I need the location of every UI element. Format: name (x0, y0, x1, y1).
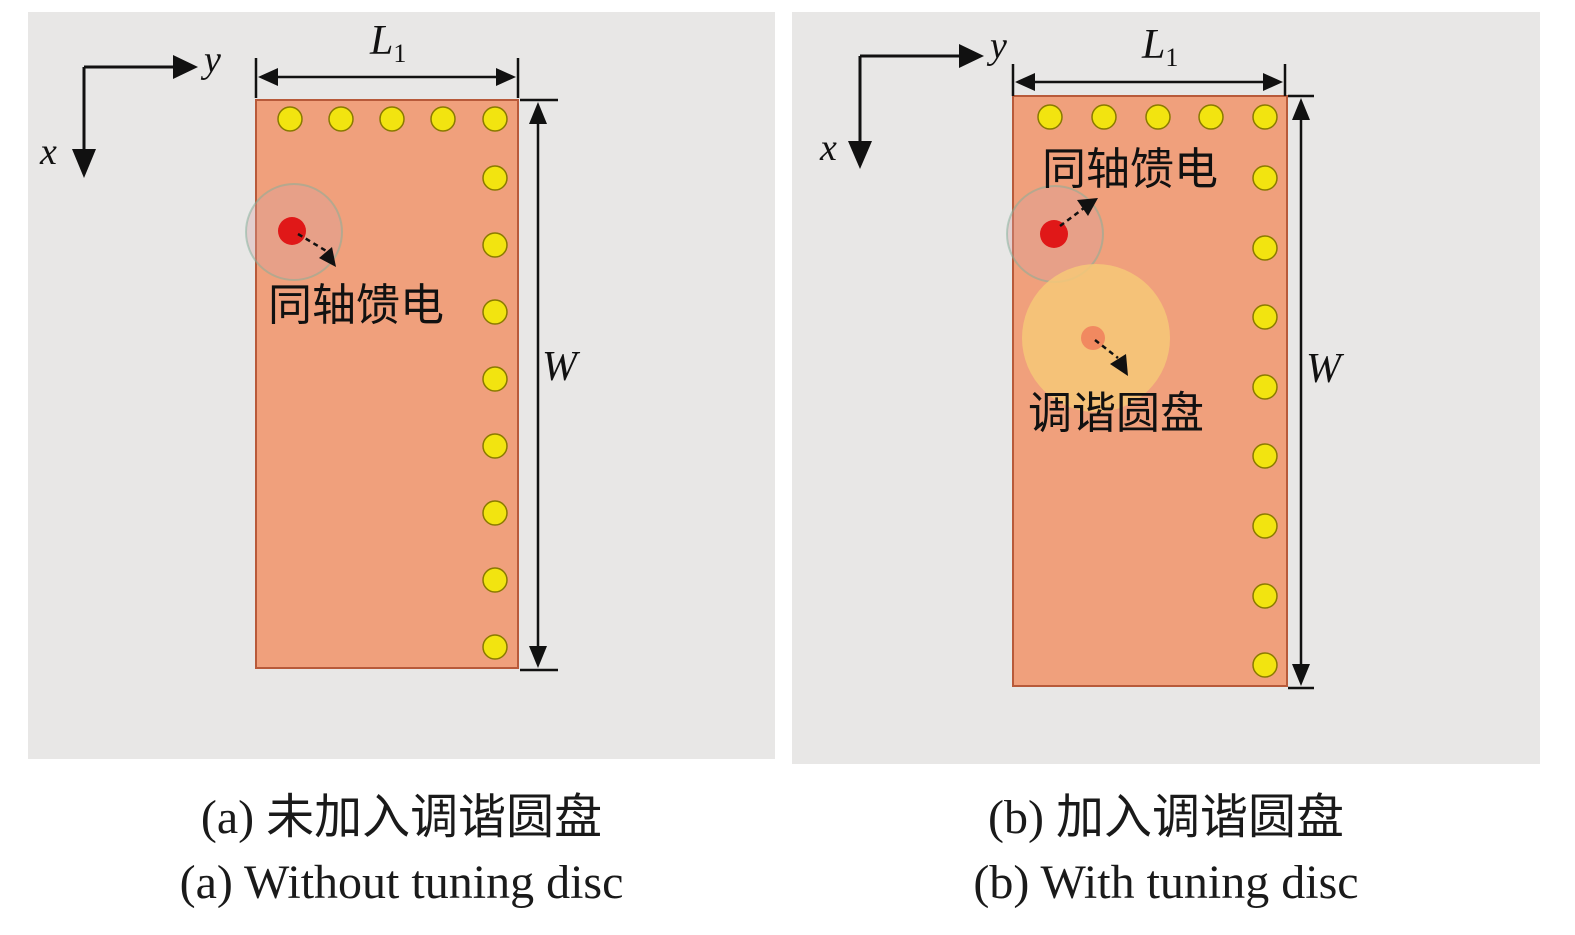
via (1252, 374, 1278, 400)
dimension-length (254, 58, 520, 98)
via (482, 299, 508, 325)
axis-x-label: x (819, 127, 837, 169)
patch (255, 99, 519, 669)
axis-glyph (848, 44, 984, 169)
via (328, 106, 354, 132)
via (1252, 304, 1278, 330)
via (1198, 104, 1224, 130)
caption-a-chinese: (a) 未加入调谐圆盘 (200, 791, 603, 844)
via (482, 634, 508, 660)
tuning-disc-pin (1081, 326, 1105, 350)
via (1252, 443, 1278, 469)
dimension-length (1011, 64, 1287, 96)
coaxial-feed (278, 217, 306, 245)
dimension-length-label: L1 (1141, 22, 1178, 72)
via (482, 232, 508, 258)
diagram-a: y x 同轴馈电 (39, 18, 581, 672)
panel-without-tuning-disc: y x 同轴馈电 (28, 12, 775, 759)
via (1252, 165, 1278, 191)
via (430, 106, 456, 132)
caption-b-english: (b) With tuning disc (973, 856, 1359, 909)
caption-b-chinese: (b) 加入调谐圆盘 (988, 791, 1344, 844)
feed-label: 同轴馈电 (268, 280, 444, 331)
panel-with-tuning-disc: y x 同轴馈电 (792, 12, 1540, 764)
via-row-top (1037, 104, 1278, 130)
axis-y-label: y (200, 39, 221, 81)
via (379, 106, 405, 132)
via-row-top (277, 106, 508, 132)
via-column-right (1252, 165, 1278, 678)
axis-x-label: x (39, 131, 57, 173)
via (1252, 104, 1278, 130)
dimension-width-label: W (542, 344, 581, 390)
via (277, 106, 303, 132)
via (482, 500, 508, 526)
via (1145, 104, 1171, 130)
axis-y-label: y (986, 25, 1007, 67)
via (1252, 652, 1278, 678)
feed-label: 同轴馈电 (1042, 144, 1218, 195)
via (482, 165, 508, 191)
via (1252, 235, 1278, 261)
via (1037, 104, 1063, 130)
via (482, 567, 508, 593)
dimension-width (520, 98, 558, 672)
dimension-width-label: W (1306, 346, 1345, 392)
via (482, 366, 508, 392)
coaxial-feed (1040, 220, 1068, 248)
via (1091, 104, 1117, 130)
diagram-b: y x 同轴馈电 (819, 22, 1345, 690)
via (1252, 583, 1278, 609)
dimension-width (1288, 94, 1314, 690)
caption-a-english: (a) Without tuning disc (179, 856, 624, 909)
via (1252, 513, 1278, 539)
via (482, 433, 508, 459)
via (482, 106, 508, 132)
via-column-right (482, 165, 508, 660)
dimension-length-label: L1 (369, 18, 406, 68)
tuning-disc-label: 调谐圆盘 (1028, 388, 1204, 439)
axis-glyph (72, 55, 198, 178)
